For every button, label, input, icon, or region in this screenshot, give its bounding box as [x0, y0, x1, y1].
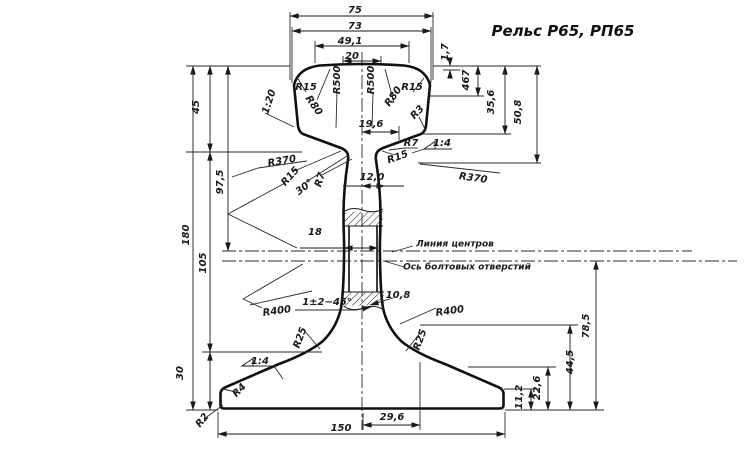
dim-11-2: 11,2	[514, 384, 525, 410]
dim-15-7: 467	[461, 69, 472, 91]
slope-1-4-bottom: 1:4	[251, 356, 269, 367]
radius-r15-head-right: R15	[401, 82, 423, 93]
extension-lines	[186, 12, 604, 438]
dim-head-width-49-1: 49,1	[337, 36, 363, 47]
dim-97-5: 97,5	[215, 169, 226, 195]
dim-45: 45	[191, 100, 202, 114]
dim-29-6: 29,6	[379, 412, 405, 423]
slope-1-4-right: 1:4	[433, 138, 451, 149]
radius-r500-left: R500	[332, 65, 343, 95]
dim-105: 105	[198, 252, 209, 274]
slope-triangle-icon	[240, 140, 436, 367]
drawing-title: Рельс Р65, РП65	[491, 22, 635, 40]
dim-head-width-73: 73	[348, 21, 362, 32]
dim-50-8: 50,8	[513, 99, 524, 125]
dim-22-6: 22,6	[532, 375, 543, 401]
label-line-of-centers: Линия центров	[416, 239, 494, 250]
dim-30: 30	[175, 366, 186, 380]
dimension-lines	[190, 13, 599, 437]
dim-12-0: 12,0	[359, 172, 385, 183]
dim-1-7: 1,7	[440, 43, 451, 61]
dim-head-width-75: 75	[348, 5, 362, 16]
dim-19-6: 19,6	[358, 119, 384, 130]
dim-35-6: 35,6	[486, 89, 497, 115]
chamfer-note: 1±2−45°	[302, 297, 352, 308]
dim-head-width-20: 20	[345, 51, 359, 62]
dim-150: 150	[330, 423, 352, 434]
dim-10-8: 10,8	[385, 290, 411, 301]
dim-180: 180	[181, 224, 192, 246]
dim-18: 18	[308, 227, 322, 238]
radius-r7-right: R7	[403, 138, 419, 149]
bolt-hole-edges	[348, 226, 378, 292]
radius-r15-head-left: R15	[295, 82, 317, 93]
radius-r500-right: R500	[366, 65, 377, 95]
center-lines	[222, 52, 737, 430]
label-bolt-hole-axis: Ось болтовых отверстий	[403, 262, 531, 273]
dim-78-5: 78,5	[581, 313, 592, 339]
dim-44-5: 44,5	[565, 349, 576, 375]
